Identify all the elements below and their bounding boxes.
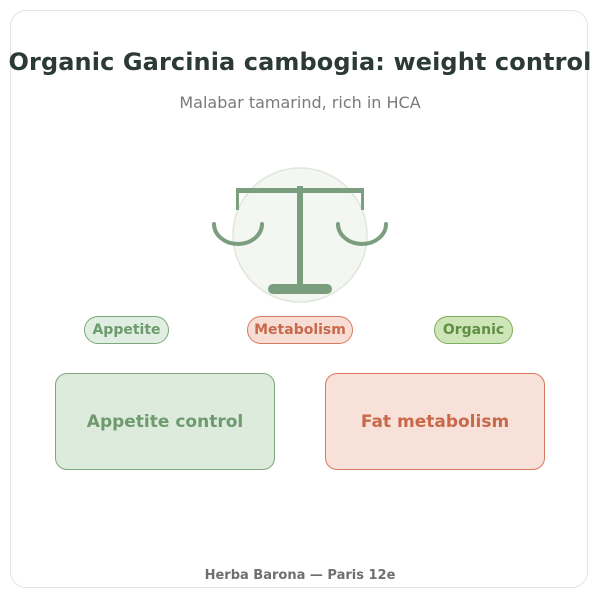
- scale-base: [268, 284, 332, 294]
- tag-organic: Organic: [434, 316, 513, 344]
- tag-metabolism: Metabolism: [247, 316, 353, 344]
- scale-pillar: [297, 186, 303, 286]
- tag-appetite: Appetite: [84, 316, 169, 344]
- appetite-control-box: Appetite control: [55, 373, 275, 470]
- page-title: Organic Garcinia cambogia: weight contro…: [8, 48, 592, 76]
- scale-beam-left-end: [236, 188, 239, 210]
- scale-right-pan: [336, 222, 388, 246]
- scale-left-pan: [212, 222, 264, 246]
- fat-metabolism-box: Fat metabolism: [325, 373, 545, 470]
- fat-metabolism-label: Fat metabolism: [360, 411, 510, 432]
- scale-beam-right-end: [361, 188, 364, 210]
- footer-credit: Herba Barona — Paris 12e: [204, 568, 396, 583]
- page-subtitle: Malabar tamarind, rich in HCA: [179, 93, 421, 112]
- appetite-control-label: Appetite control: [86, 411, 244, 432]
- balance-scale-icon: [212, 167, 388, 303]
